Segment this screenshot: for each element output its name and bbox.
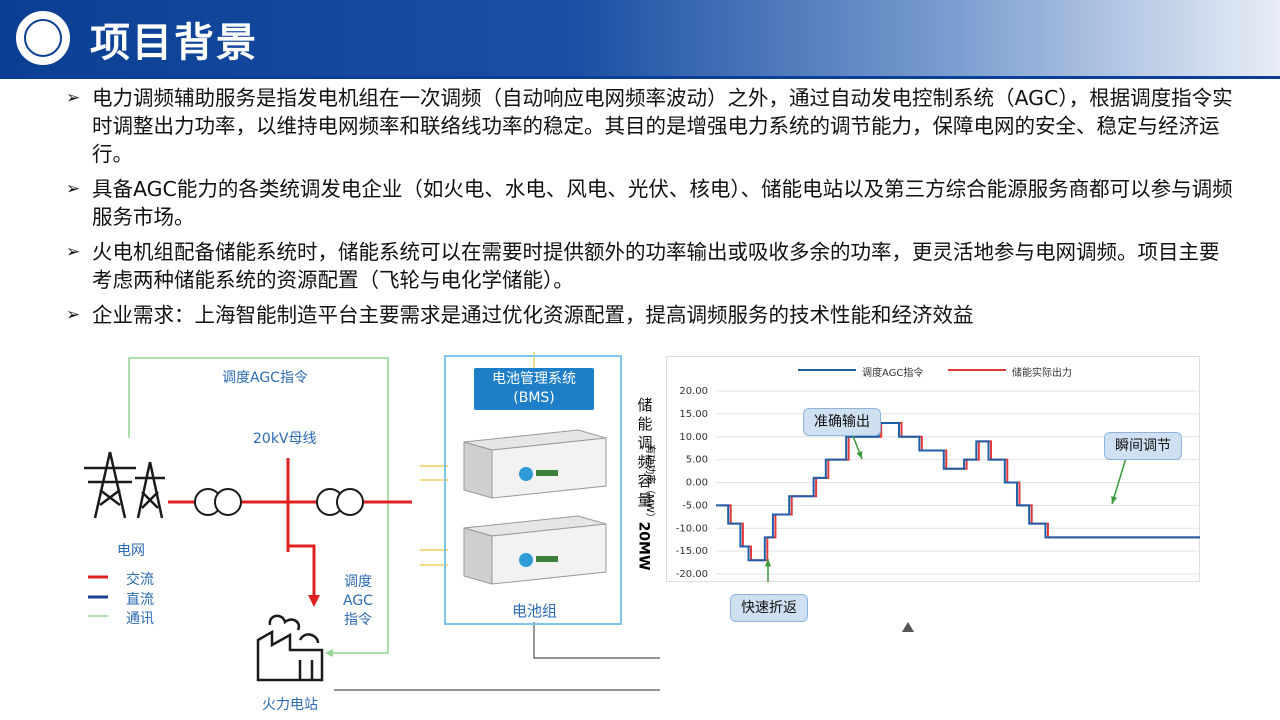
bullet-list: ➢ 电力调频辅助服务是指发电机组在一次调频（自动响应电网频率波动）之外，通过自动发… bbox=[66, 84, 1236, 336]
comm-line bbox=[128, 357, 389, 654]
legend-series-actual: 储能实际出力 bbox=[1012, 368, 1072, 379]
y-tick-label: -5.00 bbox=[682, 500, 708, 511]
input-arrows bbox=[420, 352, 535, 566]
y-tick-label: -15.00 bbox=[676, 546, 708, 557]
bms-title: 电池管理系统 bbox=[492, 371, 576, 387]
bms-subtitle: (BMS) bbox=[513, 390, 555, 406]
page-title: 项目背景 bbox=[90, 20, 258, 66]
bullet-text: 火电机组配备储能系统时，储能系统可以在需要时提供额外的功率输出或吸收多余的功率，… bbox=[92, 240, 1220, 292]
y-tick-label: 20.00 bbox=[679, 386, 708, 397]
y-tick-label: -20.00 bbox=[676, 569, 708, 580]
university-seal-logo bbox=[14, 9, 72, 67]
comm-arrow-icon bbox=[325, 649, 333, 657]
callout-quick-reversal: 快速折返 bbox=[730, 594, 808, 622]
legend-series-agc: 调度AGC指令 bbox=[862, 368, 924, 379]
legend-ac-label: 交流 bbox=[126, 572, 154, 588]
y-tick-label: 0.00 bbox=[686, 478, 708, 489]
bullet-item: ➢ 火电机组配备储能系统时，储能系统可以在需要时提供额外的功率输出或吸收多余的功率… bbox=[66, 238, 1236, 294]
agc-top-label: 调度AGC指令 bbox=[222, 370, 308, 386]
battery-container-icon bbox=[463, 429, 607, 499]
legend-dc-label: 直流 bbox=[126, 592, 154, 608]
bullet-text: 电力调频辅助服务是指发电机组在一次调频（自动响应电网频率波动）之外，通过自动发电… bbox=[92, 86, 1233, 166]
bullet-item: ➢ 具备AGC能力的各类统调发电企业（如火电、水电、风电、光伏、核电）、储能电站以… bbox=[66, 175, 1236, 231]
flow-line-bottom bbox=[334, 689, 660, 691]
flow-arrow-icon bbox=[902, 622, 914, 632]
y-tick-label: 5.00 bbox=[686, 455, 708, 466]
y-axis-unit-label: 有功功率（MW） bbox=[643, 444, 655, 523]
bus-label: 20kV母线 bbox=[253, 431, 317, 447]
bullet-text: 企业需求：上海智能制造平台主要需求是通过优化资源配置，提高调频服务的技术性能和经… bbox=[92, 303, 974, 327]
bullet-item: ➢ 电力调频辅助服务是指发电机组在一次调频（自动响应电网频率波动）之外，通过自动发… bbox=[66, 84, 1236, 168]
battery-container-icon bbox=[463, 515, 607, 585]
arrow-bullet-icon: ➢ bbox=[66, 242, 81, 262]
power-system-diagram bbox=[84, 352, 660, 691]
ac-drop-line bbox=[288, 544, 316, 595]
storage-capacity-label: 储能调频容量 bbox=[637, 396, 653, 509]
arrow-bullet-icon: ➢ bbox=[66, 179, 81, 199]
bullet-text: 具备AGC能力的各类统调发电企业（如火电、水电、风电、光伏、核电）、储能电站以及… bbox=[92, 177, 1233, 229]
power-plant-icon bbox=[256, 614, 324, 682]
storage-capacity-value: 20MW bbox=[635, 521, 652, 571]
bullet-item: ➢ 企业需求：上海智能制造平台主要需求是通过优化资源配置，提高调频服务的技术性能和… bbox=[66, 301, 1236, 329]
header-divider bbox=[0, 76, 1280, 79]
arrow-instant-adjust-head bbox=[1111, 496, 1118, 504]
dispatch-agc-label: 调度 AGC 指令 bbox=[343, 574, 373, 628]
bms-box: 电池管理系统 (BMS) bbox=[474, 368, 594, 410]
ac-arrow-icon bbox=[308, 595, 320, 607]
legend-comm-label: 通讯 bbox=[126, 611, 154, 627]
arrow-accurate-output-head bbox=[856, 451, 863, 459]
arrow-bullet-icon: ➢ bbox=[66, 305, 81, 325]
y-tick-label: 10.00 bbox=[679, 432, 708, 443]
chart-frame bbox=[666, 356, 1200, 582]
agc-command-series bbox=[716, 422, 1200, 562]
y-tick-label: 15.00 bbox=[679, 409, 708, 420]
plant-label: 火力电站 bbox=[262, 697, 318, 713]
flow-line-battery bbox=[533, 622, 660, 659]
transformer-icon bbox=[316, 488, 364, 516]
battery-group-box bbox=[444, 355, 622, 625]
agc-response-chart: 20.00 15.00 10.00 5.00 0.00 -5.00 -10.00 -15.00… bbox=[676, 369, 1200, 582]
arrow-quick-reversal-head bbox=[764, 559, 772, 567]
arrow-instant-adjust bbox=[1111, 457, 1127, 505]
grid-label: 电网 bbox=[117, 543, 145, 559]
callout-instant-adjust: 瞬间调节 bbox=[1104, 432, 1182, 460]
y-tick-label: -10.00 bbox=[676, 523, 708, 534]
battery-group-label: 电池组 bbox=[512, 602, 558, 620]
transformer-icon bbox=[194, 488, 242, 516]
slide-header bbox=[0, 0, 1280, 76]
callout-accurate-output: 准确输出 bbox=[803, 408, 881, 436]
transmission-tower-icon bbox=[84, 451, 165, 519]
seal-inner-ring bbox=[24, 19, 62, 57]
arrow-bullet-icon: ➢ bbox=[66, 88, 81, 108]
